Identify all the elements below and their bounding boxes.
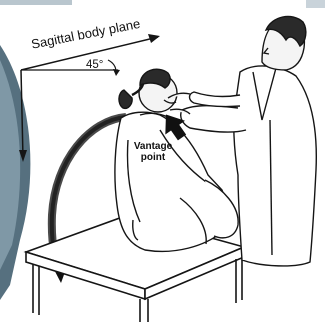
angle-label: 45° (86, 59, 103, 71)
top-right-corner (306, 0, 325, 8)
vantage-point-label: Vantage point (131, 141, 175, 163)
